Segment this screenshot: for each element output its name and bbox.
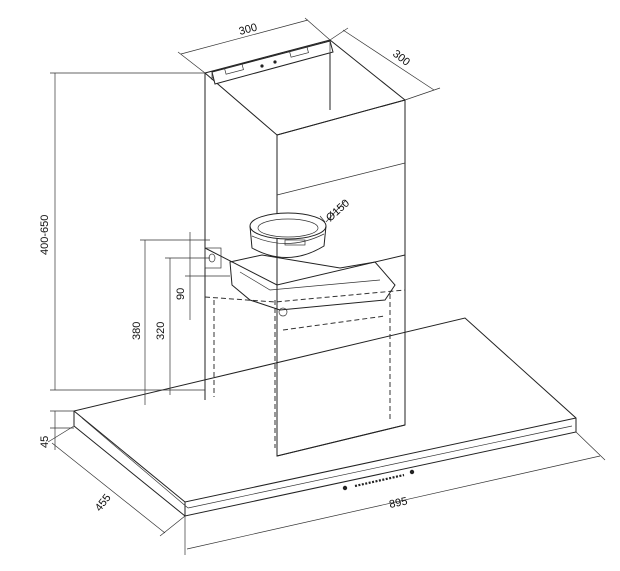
top-mounting-bracket bbox=[211, 40, 334, 85]
dim-bracket-offset-90: 90 bbox=[175, 288, 187, 300]
lower-chimney-outline bbox=[204, 289, 406, 448]
duct-collar bbox=[249, 212, 327, 258]
control-panel bbox=[342, 469, 415, 491]
dim-bracket-height-380: 380 bbox=[131, 322, 143, 340]
dim-bracket-height-320: 320 bbox=[155, 322, 167, 340]
dimension-lines bbox=[47, 17, 606, 555]
dim-chimney-height-range: 400-650 bbox=[39, 215, 51, 255]
dim-canopy-depth: 455 bbox=[93, 492, 114, 514]
dim-chimney-depth: 300 bbox=[390, 48, 412, 69]
dim-canopy-width: 895 bbox=[388, 495, 408, 511]
dim-canopy-thickness: 45 bbox=[39, 436, 51, 448]
dim-chimney-width: 300 bbox=[238, 22, 259, 38]
